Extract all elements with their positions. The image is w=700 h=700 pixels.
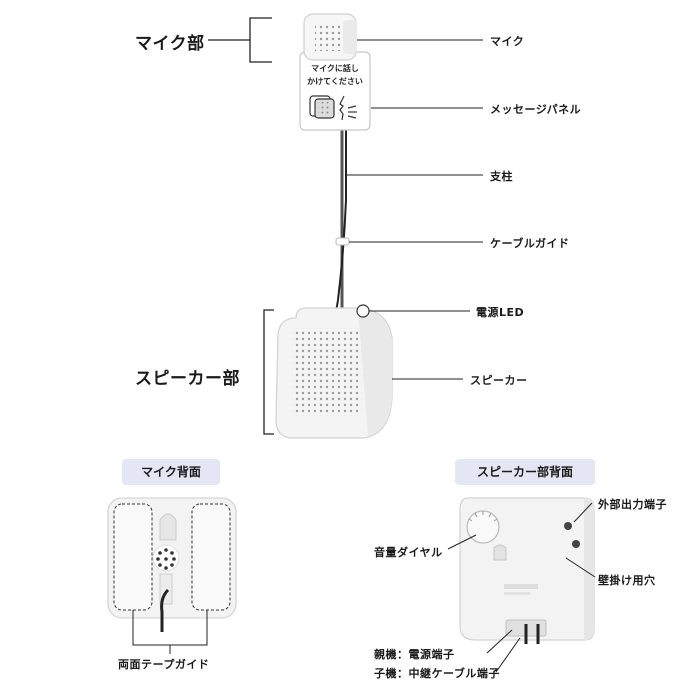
speaker-part-label: スピーカー部 (135, 369, 240, 389)
mic-back-illustration (107, 497, 237, 632)
mic-part-bracket (208, 17, 272, 63)
panel-mic-icon (309, 95, 335, 119)
mic-head (303, 13, 357, 61)
speaker-back-illustration (459, 497, 595, 644)
mic-part-label: マイク部 (135, 34, 205, 54)
section-mic-back: マイク背面 (122, 459, 220, 485)
callout-parent-power: 親機：電源端子 (374, 648, 455, 661)
section-speaker-back: スピーカー部背面 (455, 459, 595, 485)
tape-guide-bracket (132, 610, 208, 654)
callout-ext-output: 外部出力端子 (598, 498, 667, 511)
power-led-marker (356, 304, 370, 318)
speaker-part-bracket (263, 309, 274, 435)
speaker-box (275, 307, 393, 439)
callout-pole: 支柱 (490, 170, 513, 183)
callout-speaker: スピーカー (470, 374, 528, 387)
callout-volume-dial: 音量ダイヤル (374, 546, 443, 559)
volume-dial (466, 510, 500, 544)
cable (335, 128, 347, 313)
panel-face-icon (339, 95, 357, 121)
message-panel (299, 51, 371, 131)
callout-mic: マイク (490, 35, 525, 48)
cable-guide-clip (335, 237, 350, 246)
callout-child-relay: 子機：中継ケーブル端子 (374, 667, 500, 680)
callout-power-led: 電源LED (476, 306, 525, 319)
callout-cable-guide: ケーブルガイド (490, 237, 570, 250)
speaker-back-callouts (447, 502, 596, 673)
callout-tape-guide: 両面テープガイド (118, 658, 210, 671)
callout-message-panel: メッセージパネル (490, 103, 582, 116)
callout-lines (346, 39, 483, 380)
callout-wall-hole: 壁掛け用穴 (598, 574, 656, 587)
